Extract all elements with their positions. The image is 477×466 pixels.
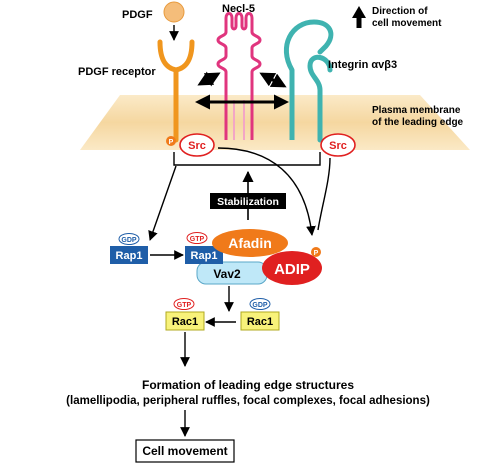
- afadin: [212, 229, 288, 257]
- rap1-gdp-box: [110, 246, 148, 264]
- gdp-badge-rac1: [249, 298, 271, 310]
- svg-text:GDP: GDP: [252, 302, 268, 309]
- arrow-to-gdp-rap1: [148, 165, 177, 241]
- rac1-gtp-box: [165, 311, 205, 331]
- gtp-badge-rap1: [186, 232, 208, 244]
- legend-line-1: Direction of: [372, 6, 428, 17]
- svg-text:GTP: GTP: [190, 236, 205, 243]
- pdgf-ligand: [163, 1, 185, 23]
- gdp-badge-rap1: [118, 233, 140, 245]
- stabilization-label: Stabilization: [217, 196, 279, 208]
- pdgf-receptor-label: PDGF receptor: [78, 66, 156, 78]
- up-arrow-icon: [352, 6, 366, 28]
- signal-bracket: [173, 152, 321, 166]
- svg-text:Rap1: Rap1: [116, 250, 143, 262]
- membrane-label-1: Plasma membrane: [372, 105, 461, 116]
- cell-movement-label: Cell movement: [142, 444, 227, 458]
- direction-legend: Direction of cell movement: [352, 6, 442, 29]
- necl5-integrin-arrow: [259, 72, 287, 88]
- src-left: [179, 133, 215, 157]
- svg-text:GDP: GDP: [121, 237, 137, 244]
- outcome-title: Formation of leading edge structures: [142, 378, 354, 392]
- receptor-phospho-badge: [166, 136, 176, 146]
- svg-text:Src: Src: [329, 140, 347, 152]
- adip: [262, 251, 322, 285]
- pdgf-label: PDGF: [122, 9, 153, 21]
- svg-text:Afadin: Afadin: [228, 235, 272, 251]
- src-to-adip-arrow: [217, 147, 316, 236]
- svg-text:P: P: [169, 139, 174, 146]
- svg-text:ADIP: ADIP: [274, 261, 310, 278]
- outcome-detail: (lamellipodia, peripheral ruffles, focal…: [66, 395, 430, 407]
- membrane-label-2: of the leading edge: [372, 117, 464, 128]
- necl5-label: Necl-5: [222, 3, 255, 15]
- stabilization-box: [210, 193, 286, 209]
- adip-phospho-badge: [311, 247, 321, 257]
- pdgf-receptor: [157, 39, 195, 143]
- src-right-to-adip-line: [317, 157, 331, 231]
- svg-text:Rac1: Rac1: [172, 316, 198, 328]
- svg-text:Vav2: Vav2: [213, 267, 241, 281]
- rac1-gdp-box: [240, 311, 280, 331]
- gtp-badge-rac1: [173, 298, 195, 310]
- svg-text:Rap1: Rap1: [191, 250, 218, 262]
- rap1-gtp-box: [185, 246, 223, 264]
- cell-movement-box: [135, 439, 235, 463]
- svg-text:Src: Src: [188, 140, 206, 152]
- svg-text:GTP: GTP: [177, 302, 192, 309]
- integrin: [284, 19, 334, 143]
- src-right: [320, 133, 356, 157]
- legend-line-2: cell movement: [372, 18, 442, 29]
- receptor-necl5-arrow: [197, 71, 221, 87]
- svg-text:Rac1: Rac1: [247, 316, 273, 328]
- svg-text:P: P: [314, 250, 319, 257]
- integrin-label: Integrin αvβ3: [328, 59, 397, 71]
